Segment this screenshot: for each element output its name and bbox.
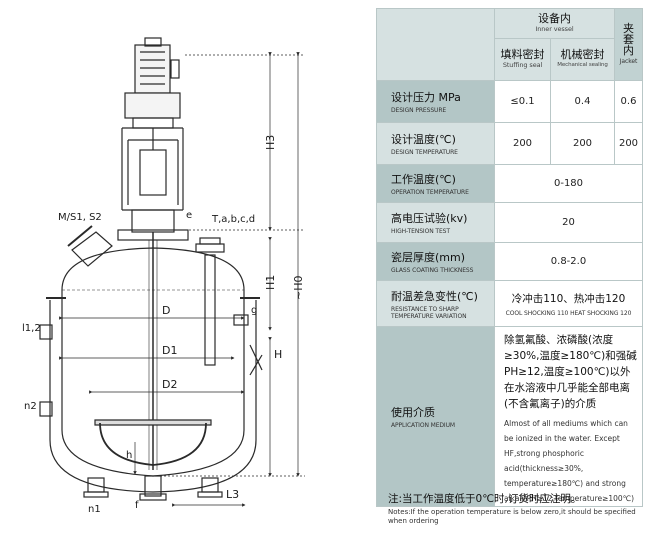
reducer bbox=[124, 92, 181, 119]
header-stuffing-seal: 填料密封 Stuffing seal bbox=[494, 38, 551, 81]
nozzle-manhole bbox=[71, 231, 113, 267]
reactor-drawing: M/S1, S2 T,a,b,c,d e g l1,2 n2 n1 f h D … bbox=[22, 37, 305, 515]
label-D: D bbox=[162, 304, 170, 317]
nozzle-l12 bbox=[39, 324, 53, 340]
label-f: f bbox=[135, 500, 139, 511]
agitator-blade bbox=[94, 419, 212, 426]
label-H: H bbox=[274, 348, 282, 361]
row-operation-temperature: 工作温度(℃)OPERATION TEMPERATURE 0-180 bbox=[376, 164, 643, 203]
label-H0: ~H0 bbox=[292, 276, 305, 301]
coupling bbox=[139, 149, 167, 196]
motor-top-cap bbox=[144, 37, 162, 47]
nozzle-g bbox=[233, 314, 249, 326]
label-H1: H1 bbox=[264, 275, 277, 290]
row-coating-thickness: 瓷层厚度(mm)GLASS COATING THICKNESS 0.8-2.0 bbox=[376, 242, 643, 281]
header-mechanical-seal: 机械密封 Mechanical sealing bbox=[550, 38, 615, 81]
label-D2: D2 bbox=[162, 378, 177, 391]
label-H3: H3 bbox=[264, 135, 277, 150]
frame bbox=[121, 127, 184, 211]
label-e: e bbox=[186, 210, 192, 221]
row-high-tension-test: 高电压试验(kv)HIGH-TENSION TEST 20 bbox=[376, 202, 643, 243]
jacket bbox=[49, 300, 257, 493]
nozzle-n2 bbox=[39, 401, 53, 417]
seal-housing bbox=[131, 209, 175, 233]
label-h: h bbox=[126, 450, 132, 461]
label-n2: n2 bbox=[24, 401, 37, 412]
medium-text-en: Almost of all mediums which can be ioniz… bbox=[504, 419, 635, 503]
order-notes: 注:当工作温度低于0℃时,订货时应注明。 Notes:If the operat… bbox=[388, 492, 648, 526]
motor-box bbox=[170, 59, 180, 79]
label-L3: L3 bbox=[226, 488, 239, 501]
label-ms-s2: M/S1, S2 bbox=[58, 212, 102, 223]
label-l12: l1,2 bbox=[22, 323, 41, 334]
nozzle-top-right bbox=[195, 243, 225, 253]
medium-text-zh: 除氢氟酸、浓磷酸(浓度≥30%,温度≥180℃)和强碱PH≥12,温度≥100℃… bbox=[504, 334, 637, 410]
table-corner bbox=[376, 8, 495, 81]
motor bbox=[134, 44, 171, 94]
vessel-shell bbox=[61, 247, 245, 477]
row-design-temperature: 设计温度(℃)DESIGN TEMPERATURE 200 200 200 bbox=[376, 122, 643, 165]
label-n1: n1 bbox=[88, 504, 101, 515]
label-D1: D1 bbox=[162, 344, 177, 357]
label-tabcd: T,a,b,c,d bbox=[211, 214, 255, 225]
label-g: g bbox=[251, 305, 257, 316]
spec-table: 设备内 Inner vessel 夹套内 Jacket 填料密封 Stuffin… bbox=[376, 8, 643, 507]
note-en: Notes:If the operation temperature is be… bbox=[388, 508, 636, 525]
header-jacket: 夹套内 Jacket bbox=[614, 8, 643, 81]
header-inner-vessel: 设备内 Inner vessel bbox=[494, 8, 615, 39]
thermowell bbox=[204, 254, 216, 366]
note-zh: 注:当工作温度低于0℃时,订货时应注明。 bbox=[388, 493, 582, 505]
bottom-outlet bbox=[144, 475, 162, 497]
row-temperature-variation: 耐温差急变性(℃) RESISTANCE TO SHARP TEMPERATUR… bbox=[376, 280, 643, 327]
